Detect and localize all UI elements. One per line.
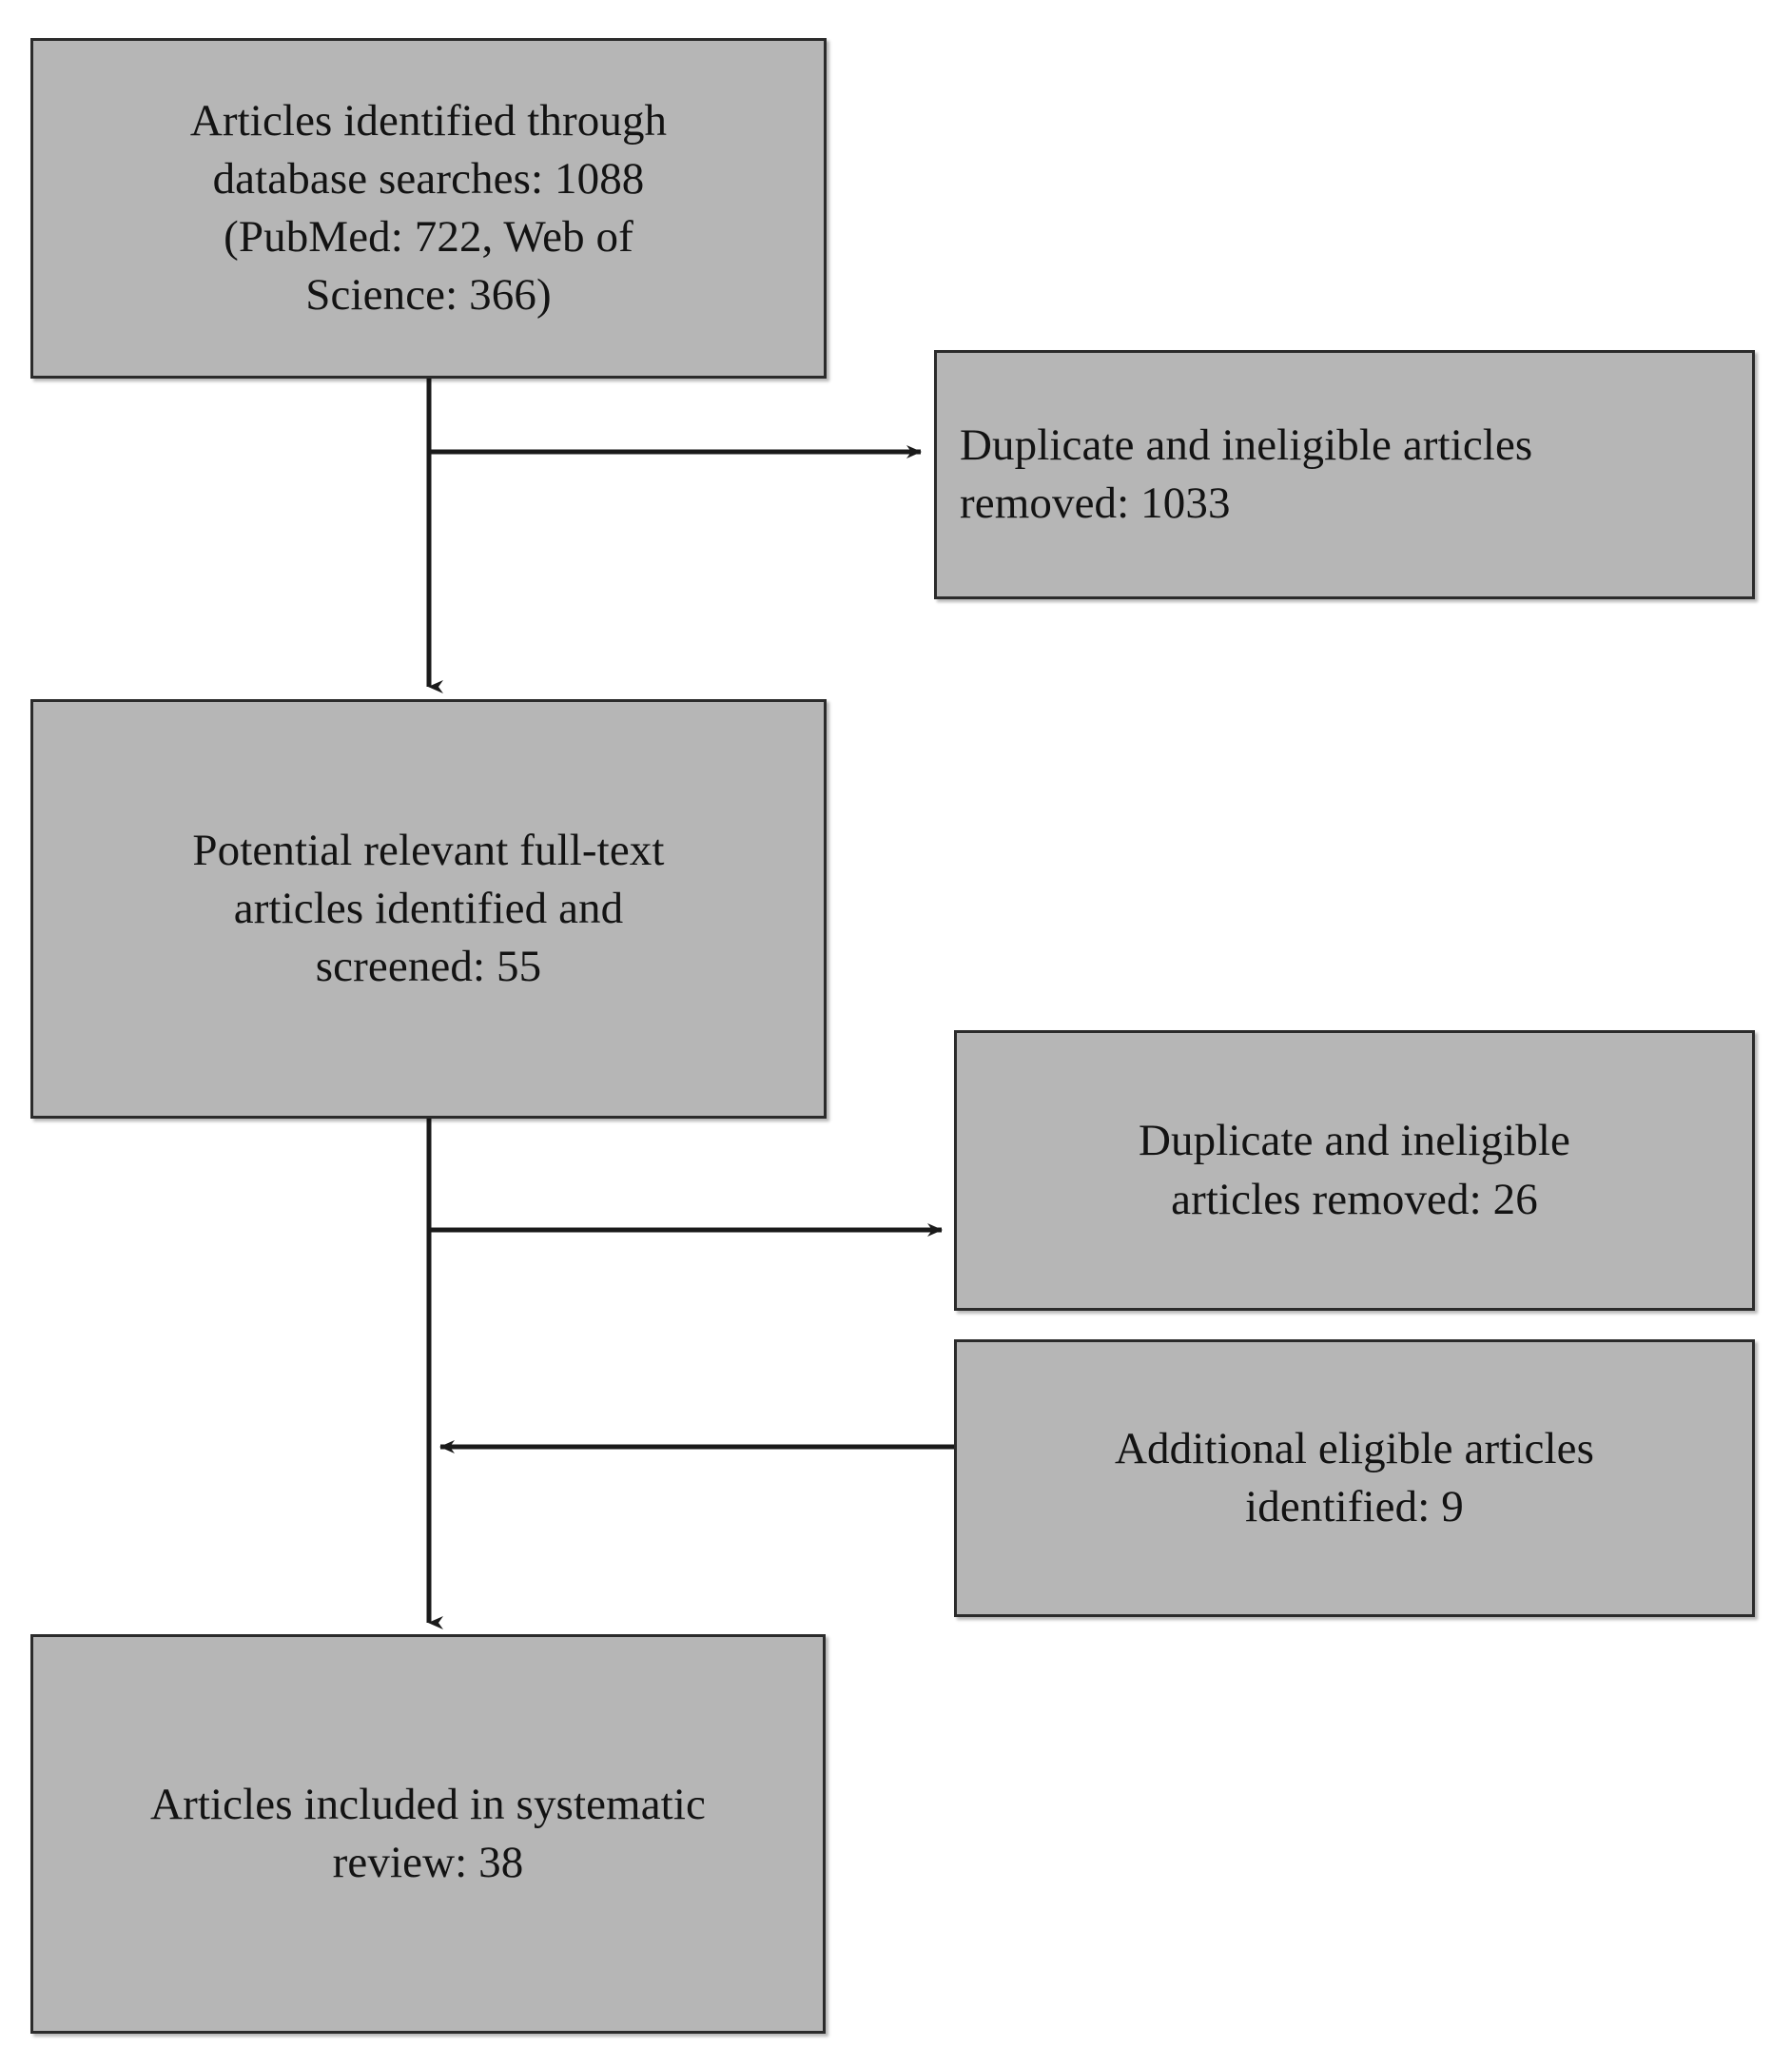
box-duplicates-removed-1033-text: Duplicate and ineligible articles remove…	[960, 419, 1533, 528]
box-fulltext-screened: Potential relevant full-text articles id…	[30, 699, 827, 1119]
box-articles-identified-text: Articles identified through database sea…	[189, 95, 668, 321]
box-articles-identified: Articles identified through database sea…	[30, 38, 827, 379]
box-fulltext-screened-text: Potential relevant full-text articles id…	[192, 825, 665, 992]
box-duplicates-removed-26: Duplicate and ineligible articles remove…	[954, 1030, 1755, 1311]
box-articles-included-text: Articles included in systematic review: …	[150, 1779, 706, 1887]
box-duplicates-removed-1033: Duplicate and ineligible articles remove…	[934, 350, 1755, 599]
box-additional-eligible-articles: Additional eligible articles identified:…	[954, 1339, 1755, 1617]
box-additional-eligible-articles-text: Additional eligible articles identified:…	[1115, 1423, 1594, 1531]
box-duplicates-removed-26-text: Duplicate and ineligible articles remove…	[1139, 1116, 1570, 1224]
box-articles-included: Articles included in systematic review: …	[30, 1634, 826, 2034]
